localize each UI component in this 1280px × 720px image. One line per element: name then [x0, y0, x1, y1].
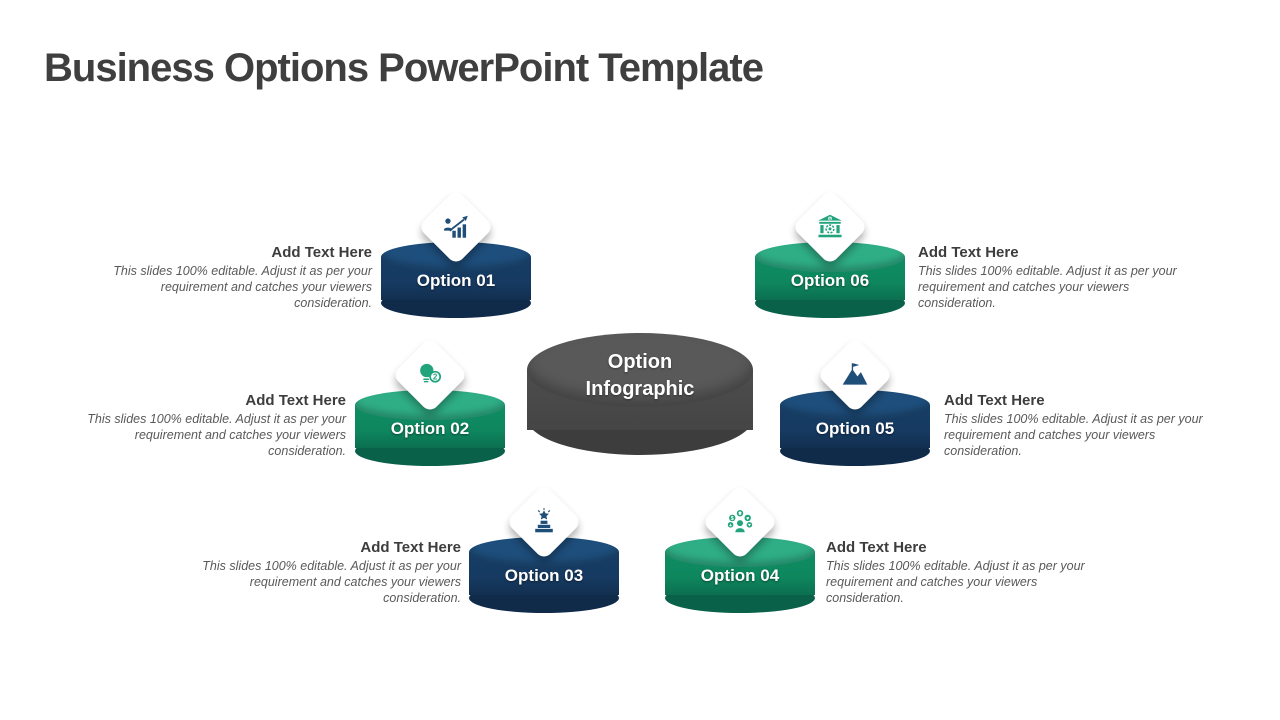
- add-text-heading: Add Text Here: [918, 244, 1019, 261]
- hub-label-line2: Infographic: [585, 378, 695, 400]
- add-text-body: This slides 100% editable. Adjust it as …: [918, 264, 1177, 310]
- bank-icon: $: [818, 214, 842, 238]
- winner-podium-icon: [535, 508, 553, 533]
- option-06-text-block: Add Text Here This slides 100% editable.…: [918, 244, 1198, 311]
- add-text-body: This slides 100% editable. Adjust it as …: [826, 559, 1085, 605]
- option-06-label: Option 06: [790, 271, 870, 290]
- option-01-text-block: Add Text Here This slides 100% editable.…: [92, 244, 372, 311]
- add-text-heading: Add Text Here: [245, 392, 346, 409]
- add-text-body: This slides 100% editable. Adjust it as …: [202, 559, 461, 605]
- option-05-label: Option 05: [815, 419, 895, 438]
- option-02-icon-diamond: 2: [391, 336, 469, 414]
- option-02-label: Option 02: [390, 419, 470, 438]
- hub-label-line1: Option: [607, 351, 673, 373]
- add-text-body: This slides 100% editable. Adjust it as …: [944, 412, 1203, 458]
- option-04-text-block: Add Text Here This slides 100% editable.…: [826, 539, 1106, 606]
- option-03-text-block: Add Text Here This slides 100% editable.…: [181, 539, 461, 606]
- lightbulb-coin-icon: 2: [420, 363, 442, 383]
- option-05-icon-diamond: [816, 336, 894, 414]
- svg-text:2: 2: [433, 373, 438, 382]
- option-05-text-block: Add Text Here This slides 100% editable.…: [944, 392, 1224, 459]
- add-text-body: This slides 100% editable. Adjust it as …: [87, 412, 346, 458]
- add-text-heading: Add Text Here: [826, 539, 927, 556]
- svg-text:+: +: [729, 523, 733, 529]
- employee-benefits-icon: $ ♥ + ♥: [727, 510, 753, 533]
- svg-text:♥: ♥: [746, 516, 749, 522]
- option-02-cylinder: Option 02 2: [355, 336, 505, 466]
- svg-text:$: $: [731, 516, 734, 522]
- page-title: Business Options PowerPoint Template: [44, 46, 764, 90]
- svg-text:$: $: [829, 217, 831, 221]
- option-02-text-block: Add Text Here This slides 100% editable.…: [66, 392, 346, 459]
- option-01-icon-diamond: [417, 188, 495, 266]
- option-04-cylinder: Option 04 $ ♥ + ♥: [665, 483, 815, 613]
- add-text-body: This slides 100% editable. Adjust it as …: [113, 264, 372, 310]
- mountain-flag-icon: [842, 363, 868, 385]
- growth-chart-icon: [444, 215, 468, 238]
- option-06-icon-diamond: $: [791, 188, 869, 266]
- center-hub: Option Infographic: [527, 333, 753, 455]
- option-01-label: Option 01: [416, 271, 496, 290]
- option-04-icon-diamond: $ ♥ + ♥: [701, 483, 779, 561]
- add-text-heading: Add Text Here: [360, 539, 461, 556]
- option-06-cylinder: Option 06 $: [755, 188, 905, 318]
- hub-label: Option Infographic: [527, 349, 753, 403]
- add-text-heading: Add Text Here: [944, 392, 1045, 409]
- option-03-label: Option 03: [504, 566, 584, 585]
- add-text-heading: Add Text Here: [271, 244, 372, 261]
- hub-cylinder-top: [527, 333, 753, 407]
- option-01-cylinder: Option 01: [381, 188, 531, 318]
- option-05-cylinder: Option 05: [780, 336, 930, 466]
- option-03-cylinder: Option 03: [469, 483, 619, 613]
- option-03-icon-diamond: [505, 483, 583, 561]
- svg-text:♥: ♥: [748, 524, 751, 529]
- option-04-label: Option 04: [700, 566, 780, 585]
